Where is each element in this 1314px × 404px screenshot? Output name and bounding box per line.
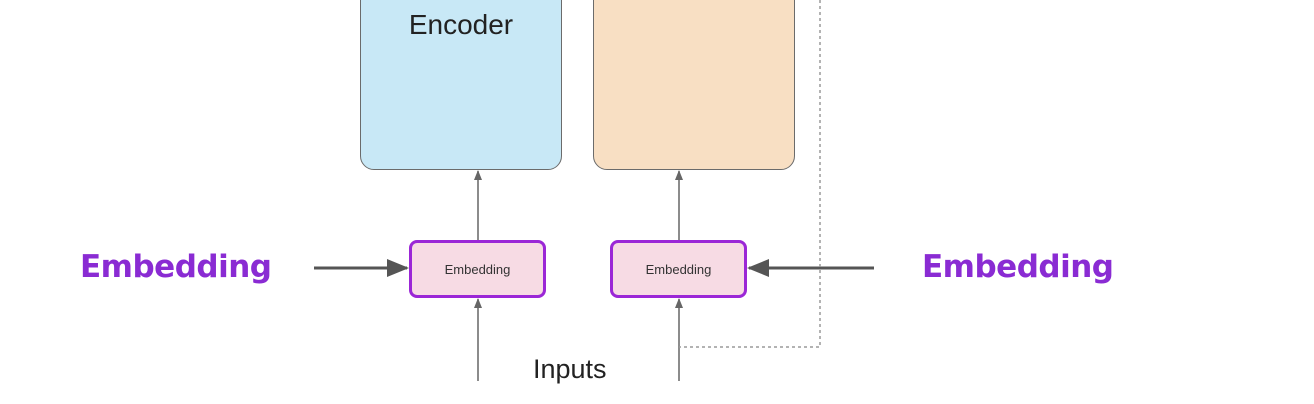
- embedding-callout-right: Embedding: [922, 249, 1114, 285]
- embedding-block-right: Embedding: [610, 240, 747, 298]
- embedding-block-left: Embedding: [409, 240, 546, 298]
- embedding-callout-left: Embedding: [80, 249, 272, 285]
- embedding-block-left-label: Embedding: [444, 261, 511, 277]
- decoder-block: [593, 0, 795, 170]
- embedding-block-right-label: Embedding: [645, 261, 712, 277]
- dotted-feedback-path: [679, 0, 821, 348]
- encoder-label: Encoder: [408, 9, 514, 40]
- inputs-label: Inputs: [533, 354, 607, 384]
- encoder-block: Encoder: [360, 0, 562, 170]
